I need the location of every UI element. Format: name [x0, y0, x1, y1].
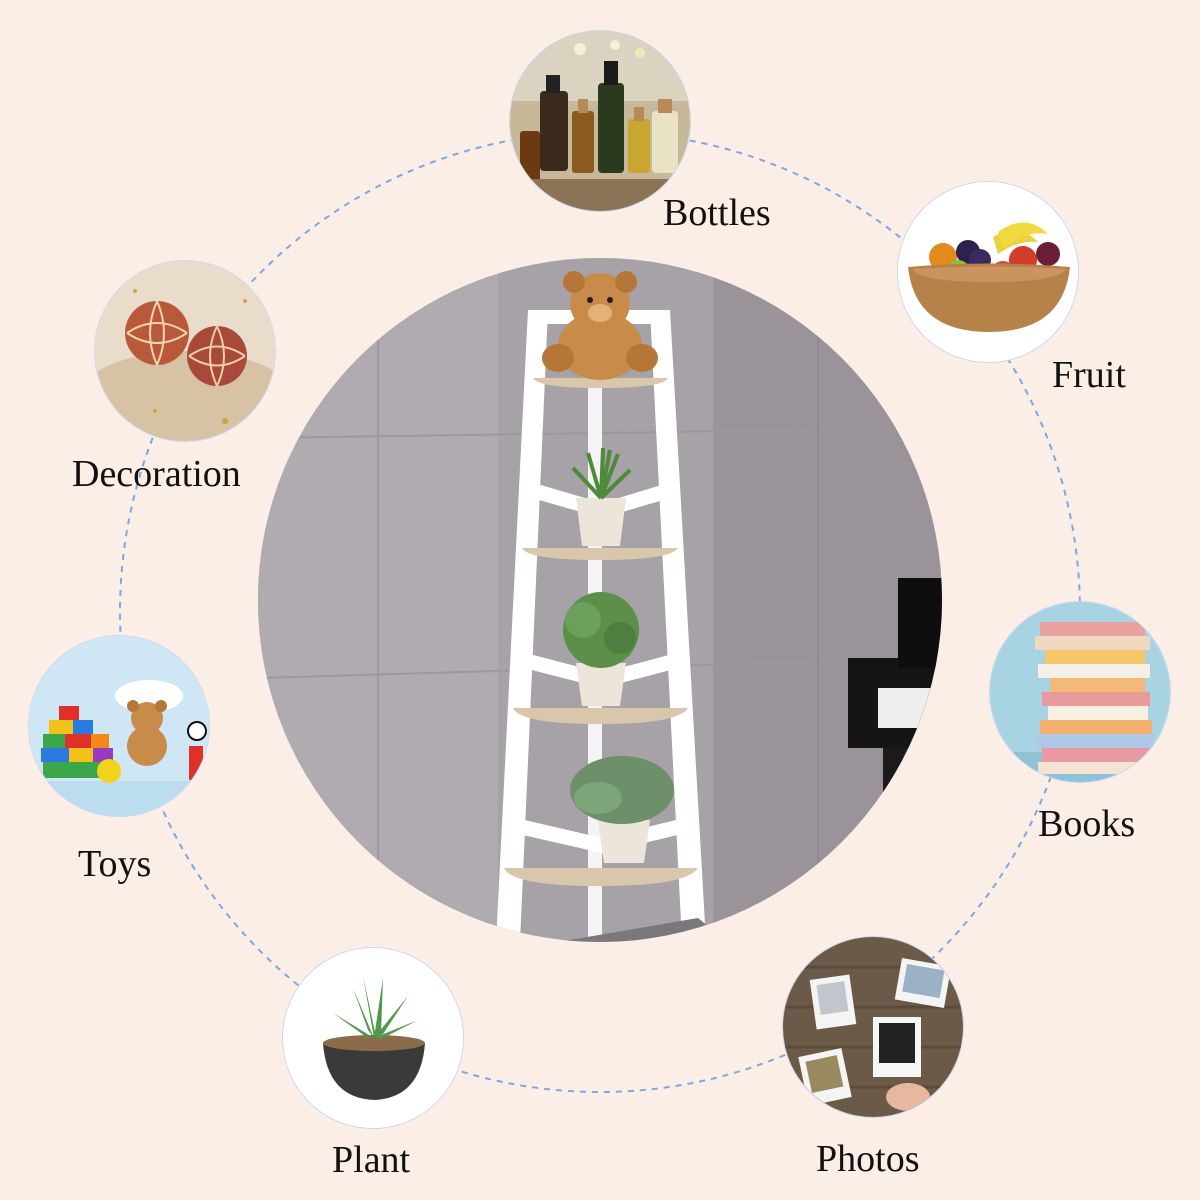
photos-label: Photos — [816, 1138, 920, 1180]
plant-label: Plant — [332, 1139, 411, 1181]
toys-photo-icon — [28, 635, 210, 817]
corner-ladder-shelf-photo — [258, 258, 942, 942]
plant-photo-icon — [282, 947, 464, 1129]
photos-photo-icon — [782, 936, 964, 1118]
fruit-bowl-photo-icon — [897, 181, 1079, 363]
books-label: Books — [1038, 803, 1136, 845]
toys-label: Toys — [78, 843, 152, 885]
bottles-label: Bottles — [663, 192, 771, 234]
decoration-label: Decoration — [72, 453, 241, 495]
bottles-photo-icon — [509, 30, 691, 212]
decoration-photo-icon — [94, 260, 276, 442]
books-photo-icon — [989, 601, 1171, 783]
fruit-label: Fruit — [1052, 354, 1126, 396]
